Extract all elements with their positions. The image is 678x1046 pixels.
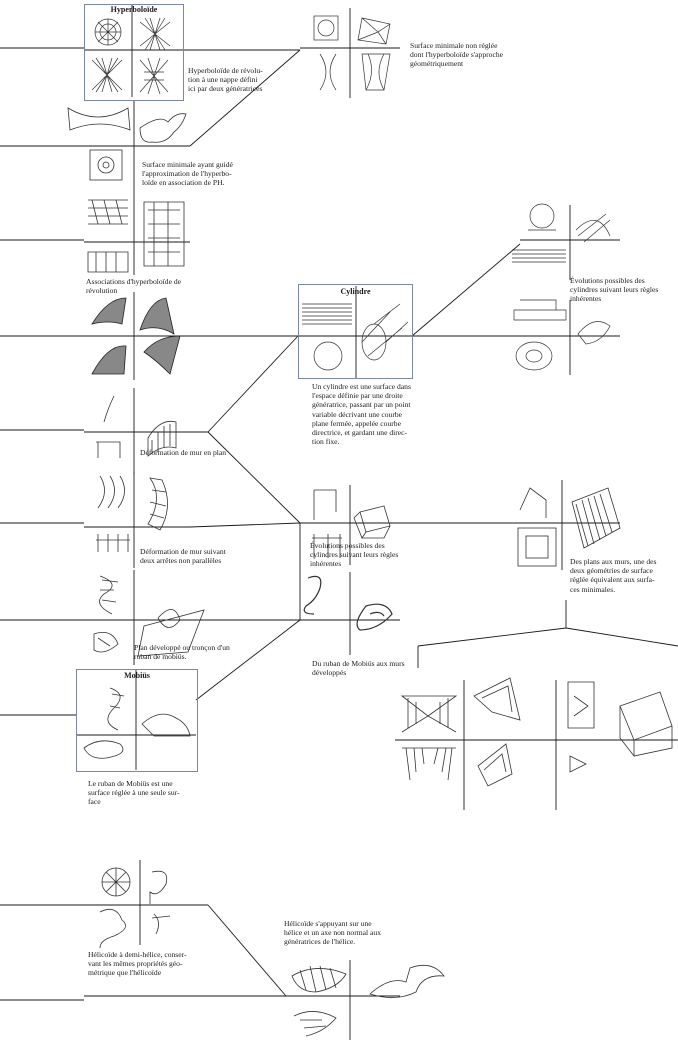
mobius-box-sketch xyxy=(83,687,191,759)
hyperboloid-sketch xyxy=(91,17,171,95)
surface-minimale-ph-caption: Surface minimale ayant guidé l'approxima… xyxy=(142,160,233,188)
minimal-surface-sketch xyxy=(67,107,187,181)
evolutions-top-caption: Évolutions possibles des cylindres suiva… xyxy=(570,276,659,304)
mobius-walls-sketch xyxy=(303,575,393,631)
plans-murs-caption: Des plans aux murs, une des deux géométr… xyxy=(570,557,657,594)
ruled-surfaces-sketch xyxy=(400,677,673,787)
wall-sketch-plan xyxy=(96,395,177,458)
hyperboloide-frame xyxy=(84,4,184,101)
planes-walls-sketch xyxy=(517,487,621,567)
mobius-frame xyxy=(76,669,198,772)
helicoid-sketch xyxy=(99,867,171,948)
mobius-title: Mobiüs xyxy=(124,671,150,680)
cylinder-sketch xyxy=(302,303,409,371)
associations-sketch xyxy=(87,199,185,273)
cylindre-frame xyxy=(298,284,413,379)
surface-non-reglee-caption: Surface minimale non réglée dont l'hyper… xyxy=(410,41,503,69)
mobius-murs-caption: Du ruban de Mobiüs aux murs développés xyxy=(312,659,405,678)
hypar-sketch xyxy=(91,297,181,375)
evolutions-mid-caption: Évolutions possibles des cylindres suiva… xyxy=(310,541,399,569)
hyperboloide-title: Hyperboloïde xyxy=(110,5,158,14)
wall-sketch-edges xyxy=(96,475,168,552)
mobius-description: Le ruban de Mobiüs est une surface réglé… xyxy=(88,779,180,807)
deformation-arretes-caption: Déformation de mur suivant deux arrêtes … xyxy=(140,547,226,566)
associations-caption: Associations d'hyperboloïde de révolutio… xyxy=(86,277,182,296)
cylindre-title: Cylindre xyxy=(340,287,371,296)
mobius-strip-sketch xyxy=(93,575,205,657)
hyperboloide-description: Hyperboloïde de révolu- tion à une nappe… xyxy=(188,66,263,94)
helicoide-caption: Hélicoïde s'appuyant sur une hélice et u… xyxy=(284,919,381,947)
helicoide-demi-caption: Hélicoïde à demi-hélice, conser- vant le… xyxy=(88,950,187,978)
plan-developpe-caption: Plan développé ou tronçon d'un ruban de … xyxy=(134,643,230,662)
hyperboloid-sketch-2 xyxy=(313,15,391,91)
mid-evolution-sketch xyxy=(312,489,391,558)
cylinder-evolution-sketch xyxy=(512,203,611,371)
helicoid-sketch-2 xyxy=(291,964,445,1037)
deformation-plan-caption: Déformation de mur en plan xyxy=(140,448,227,457)
cylindre-description: Un cylindre est une surface dans l'espac… xyxy=(312,382,411,447)
